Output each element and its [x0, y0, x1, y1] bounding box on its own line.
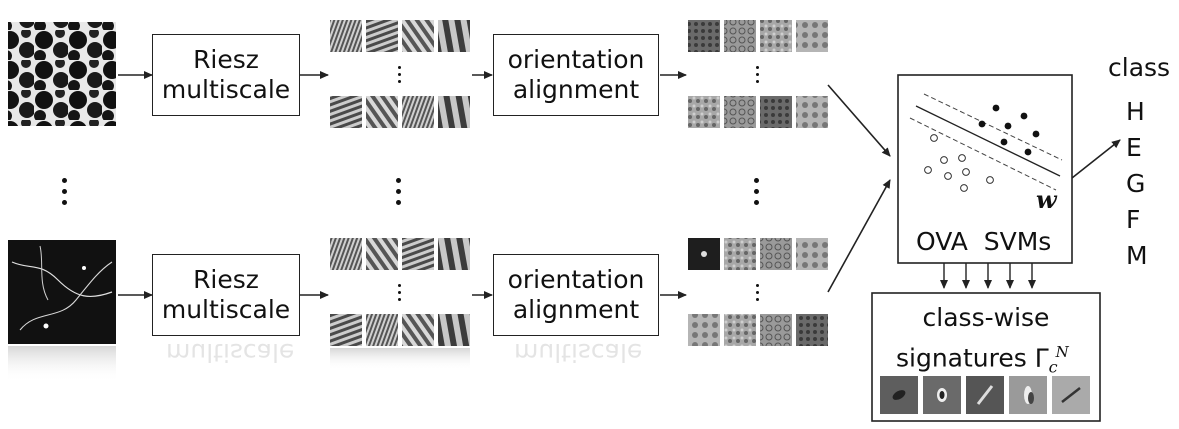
reflection-text: multiscale [514, 338, 643, 367]
arrow-to-svm-top [827, 84, 891, 157]
svm-scatter-plot [909, 93, 1063, 192]
vertical-ellipsis [752, 178, 760, 205]
arrows-to-signatures [940, 263, 1036, 289]
input-image-vessels [8, 240, 116, 344]
reflection-text: multiscale [166, 338, 295, 367]
aligned-tiles-bottom [688, 238, 828, 346]
signatures-superscript: N [1055, 343, 1069, 361]
arrow-to-svm-bottom [827, 179, 891, 293]
vertical-ellipsis-small [395, 284, 403, 301]
vertical-ellipsis [394, 178, 402, 205]
signatures-subscript: c [1048, 357, 1058, 377]
arrow-to-class [1071, 139, 1121, 179]
vertical-ellipsis [60, 178, 68, 205]
riesz-multiscale-box-top: Riesz multiscale [152, 34, 300, 116]
box-label-line1: orientation [507, 265, 645, 294]
riesz-tiles-top [330, 20, 470, 128]
svm-label: OVA SVMs [916, 227, 1052, 256]
input-image-reflection [8, 346, 116, 382]
class-item-e: E [1126, 133, 1142, 162]
weight-vector-label: w [1036, 185, 1057, 214]
class-item-h: H [1126, 97, 1145, 126]
orientation-alignment-box-bottom: orientation alignment [493, 254, 659, 336]
signatures-title-line1: class-wise [922, 303, 1050, 332]
signature-tiles [880, 376, 1090, 414]
box-label-line2: alignment [512, 75, 640, 104]
class-item-m: M [1126, 241, 1148, 270]
vertical-ellipsis-small [753, 284, 761, 301]
riesz-tiles-bottom [330, 238, 470, 370]
class-list: H E G F M [1126, 94, 1156, 274]
box-label-line2: multiscale [161, 75, 291, 104]
class-item-f: F [1126, 205, 1141, 234]
signatures-title-line2: signatures ΓcN [896, 338, 1069, 381]
box-label-line1: orientation [507, 45, 645, 74]
svm-box [897, 74, 1073, 264]
signatures-text: signatures Γ [896, 343, 1049, 373]
box-label-line2: multiscale [161, 295, 291, 324]
input-image-cells [8, 22, 116, 126]
vertical-ellipsis-small [395, 66, 403, 83]
box-label-line2: alignment [512, 295, 640, 324]
aligned-tiles-top [688, 20, 828, 128]
class-item-g: G [1126, 169, 1146, 198]
vertical-ellipsis-small [753, 66, 761, 83]
class-header: class [1108, 53, 1171, 82]
orientation-alignment-box-top: orientation alignment [493, 34, 659, 116]
riesz-multiscale-box-bottom: Riesz multiscale [152, 254, 300, 336]
box-label-line1: Riesz [193, 45, 259, 74]
box-label-line1: Riesz [193, 265, 259, 294]
